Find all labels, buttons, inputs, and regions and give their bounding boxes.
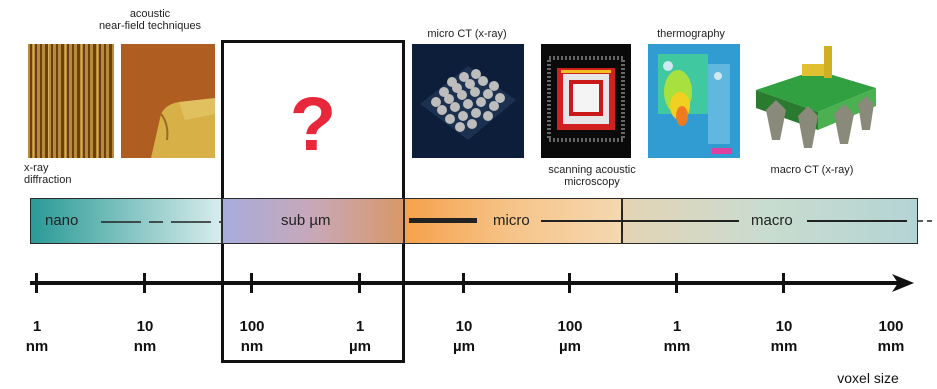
tick-1mm xyxy=(675,273,678,293)
macro-line-right xyxy=(807,220,907,222)
tick-label-10um: 10 µm xyxy=(434,317,494,357)
axis-arrow-icon xyxy=(892,274,914,292)
micro-macro-divider xyxy=(621,209,623,233)
tick-label-10mm: 10 mm xyxy=(754,317,814,357)
tick-unit: µm xyxy=(349,338,371,355)
xray-diffraction-image xyxy=(28,44,114,158)
question-mark: ? xyxy=(289,82,337,167)
axis-label-voxel-size: voxel size xyxy=(837,370,899,386)
tick-unit: nm xyxy=(25,338,49,355)
band-micro-label: micro xyxy=(493,212,530,229)
thermography-image xyxy=(648,44,740,158)
tick-value: 10 xyxy=(455,318,473,335)
scanning-acoustic-image xyxy=(541,44,631,158)
tick-label-1um: 1 µm xyxy=(330,317,390,357)
voxel-axis-line xyxy=(30,281,900,285)
band-micro: micro xyxy=(404,198,623,244)
band-macro: macro xyxy=(621,198,918,244)
tick-label-1mm: 1 mm xyxy=(647,317,707,357)
macro-ct-image xyxy=(746,40,884,158)
tick-value: 100 xyxy=(239,318,265,335)
tick-label-100nm: 100 nm xyxy=(222,317,282,357)
acoustic-near-field-image xyxy=(121,44,215,158)
tick-unit: nm xyxy=(240,338,264,355)
band-nano: nano xyxy=(30,198,222,244)
tick-value: 10 xyxy=(775,318,793,335)
tick-100nm xyxy=(250,273,253,293)
macro-dash-extension xyxy=(918,220,936,222)
tick-unit: mm xyxy=(770,338,798,355)
tick-1um xyxy=(358,273,361,293)
band-nano-label: nano xyxy=(45,212,79,229)
tick-unit: mm xyxy=(663,338,691,355)
tick-label-1nm: 1 nm xyxy=(7,317,67,357)
micro-line xyxy=(541,220,623,222)
tick-10nm xyxy=(143,273,146,293)
tick-value: 1 xyxy=(355,318,365,335)
nano-dash-line xyxy=(101,221,221,223)
tick-label-10nm: 10 nm xyxy=(115,317,175,357)
micro-thick-line xyxy=(409,218,477,223)
label-micro-ct: micro CT (x-ray) xyxy=(427,28,507,40)
tick-unit: nm xyxy=(133,338,157,355)
label-macro-ct: macro CT (x-ray) xyxy=(770,164,854,176)
tick-unit: µm xyxy=(453,338,475,355)
macro-line-left xyxy=(623,220,739,222)
label-scanning-acoustic-microscopy: scanning acoustic microscopy xyxy=(548,164,636,188)
label-xray-diffraction: x-ray diffraction xyxy=(24,162,72,186)
tick-10mm xyxy=(782,273,785,293)
band-sub-micron-label: sub µm xyxy=(281,212,331,229)
label-thermography: thermography xyxy=(657,28,725,40)
tick-label-100um: 100 µm xyxy=(540,317,600,357)
tick-value: 100 xyxy=(557,318,583,335)
tick-value: 10 xyxy=(136,318,154,335)
micro-ct-image xyxy=(412,44,524,158)
tick-value: 1 xyxy=(672,318,682,335)
tick-value: 1 xyxy=(32,318,42,335)
band-macro-label: macro xyxy=(751,212,793,229)
label-acoustic-near-field: acoustic near-field techniques xyxy=(98,8,202,32)
tick-10um xyxy=(462,273,465,293)
tick-1nm xyxy=(35,273,38,293)
band-sub-micron: sub µm xyxy=(222,198,404,244)
tick-value: 100 xyxy=(878,318,904,335)
tick-unit: mm xyxy=(877,338,905,355)
tick-label-100mm: 100 mm xyxy=(861,317,921,357)
tick-100um xyxy=(568,273,571,293)
tick-unit: µm xyxy=(559,338,581,355)
